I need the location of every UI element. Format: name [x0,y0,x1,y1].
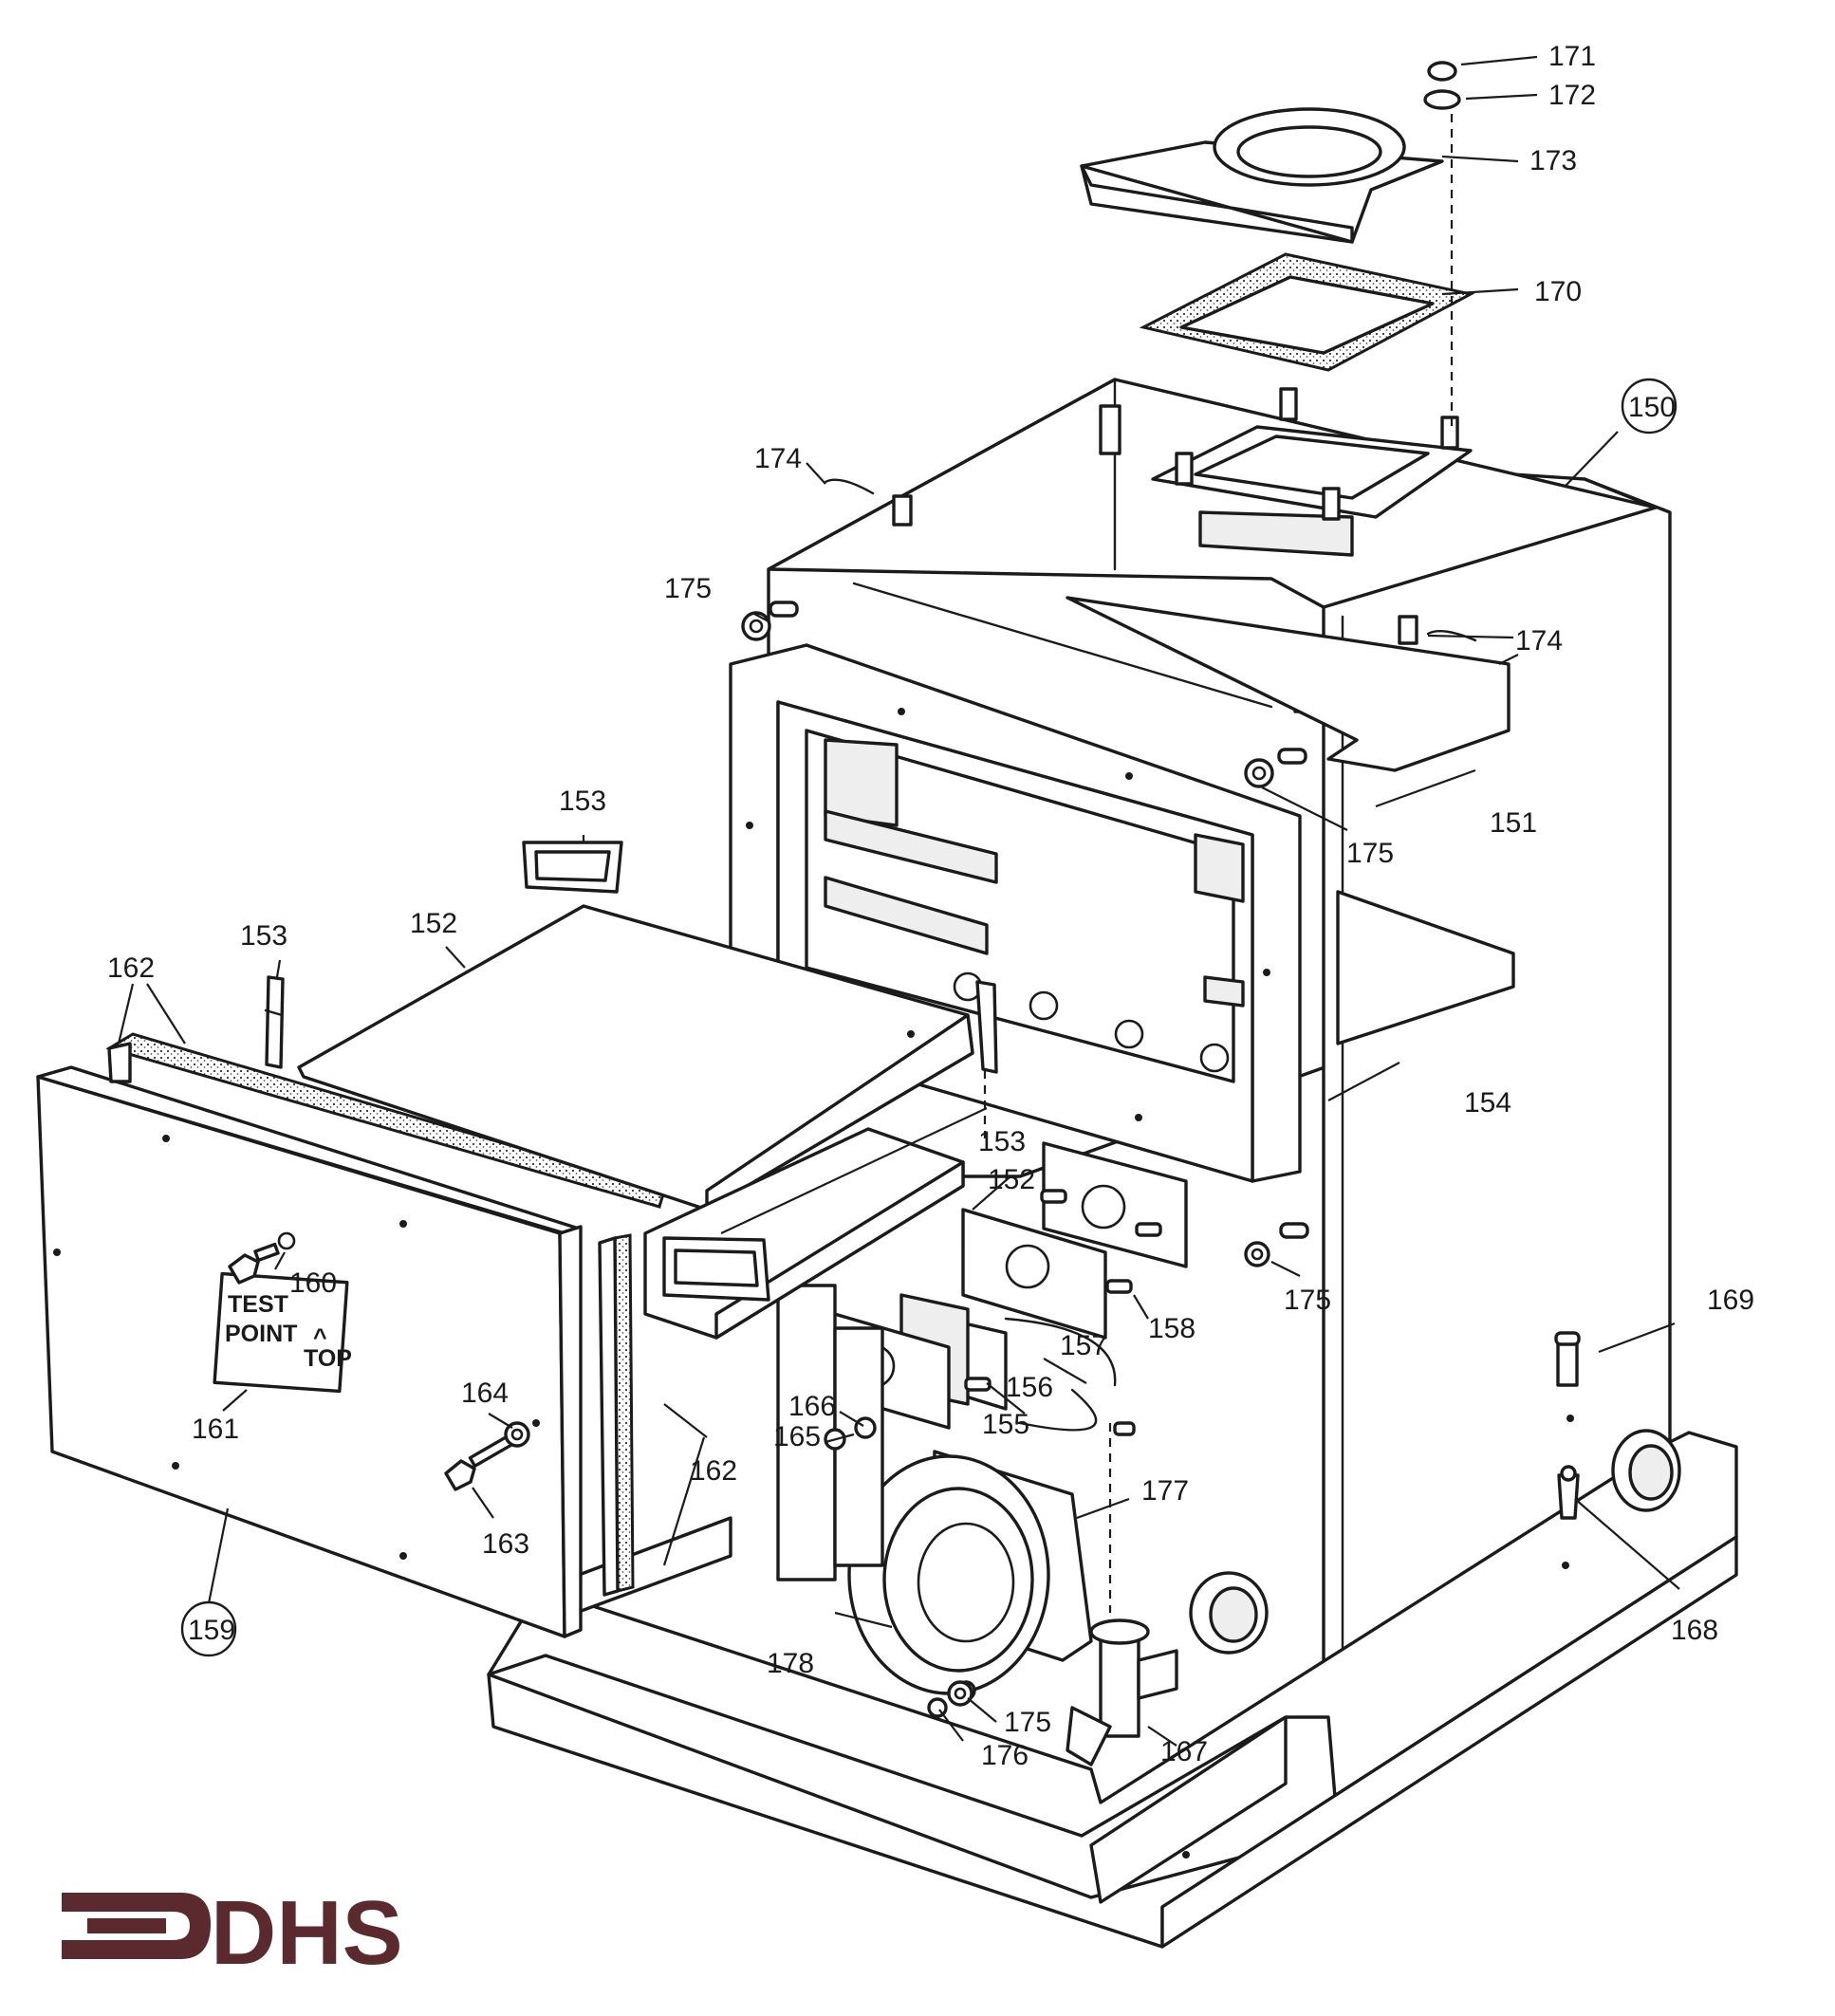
callout-175d: 175 [1004,1707,1051,1738]
clip-153-left [264,975,285,1069]
callout-175b: 175 [1346,838,1394,869]
dhs-logo-mark [62,1893,211,1959]
plate-caret: ^ [313,1324,327,1351]
callout-163: 163 [482,1528,529,1560]
callout-154: 154 [1464,1087,1511,1119]
callout-169: 169 [1707,1285,1754,1316]
dhs-logo-text: DHS [211,1882,403,1984]
callout-158: 158 [1148,1313,1196,1344]
callout-labels: 150 151 152 152 153 153 153 154 155 156 … [107,41,1754,1771]
test-point-plate [213,1271,349,1394]
callout-157: 157 [1060,1330,1107,1361]
right-fittings [1189,1331,1681,1655]
callout-167: 167 [1160,1736,1208,1767]
callout-173: 173 [1529,145,1577,176]
callout-153c: 153 [978,1126,1026,1157]
callout-174a: 174 [754,443,802,474]
callout-175a: 175 [664,573,712,604]
callout-161: 161 [192,1414,239,1445]
callout-159: 159 [188,1615,235,1646]
callout-152a: 152 [410,908,457,939]
base-tray [487,1415,1738,1949]
plate-line1: TEST [228,1291,288,1318]
front-panel: TEST POINT ^ TOP [36,1065,583,1638]
callout-176: 176 [981,1740,1029,1771]
callout-175c: 175 [1284,1285,1331,1316]
callout-153a: 153 [559,786,606,817]
callout-162a: 162 [107,953,155,984]
callout-156: 156 [1006,1372,1053,1403]
top-exploded-parts [1080,61,1475,432]
plate-line2: POINT [225,1321,297,1347]
callout-178: 178 [767,1648,814,1679]
callout-170: 170 [1534,276,1582,307]
handle-153 [522,841,623,894]
callout-150: 150 [1628,392,1676,423]
burner-assembly [776,1284,1093,1718]
callout-circle-150 [1621,378,1677,435]
callout-151: 151 [1490,807,1537,839]
callout-162b: 162 [690,1455,737,1487]
callout-circle-159 [180,1600,237,1657]
panel-bolt-163 [444,1421,530,1491]
leader-lines [117,55,1680,1747]
drawer-tray-upper [297,904,998,1211]
callout-171: 171 [1548,41,1596,72]
callout-166: 166 [788,1391,836,1422]
callout-160: 160 [289,1267,337,1299]
dhs-logo: DHS [62,1882,403,1984]
callout-172: 172 [1548,80,1596,111]
plate-top: TOP [304,1345,352,1372]
callout-153b: 153 [240,920,287,952]
baffle-plates [1066,596,1515,1045]
panel-bolt-160 [228,1231,296,1285]
callout-177: 177 [1141,1475,1189,1507]
drawer-tray-lower [643,1127,965,1340]
callout-164: 164 [461,1378,509,1409]
callout-168: 168 [1671,1615,1718,1646]
callout-152b: 152 [988,1164,1035,1195]
tee-fitting [1066,1618,1178,1766]
callout-174b: 174 [1515,625,1563,657]
seals [105,1032,666,1597]
callout-155: 155 [982,1409,1029,1440]
studs-washers [741,478,1477,1707]
callout-165: 165 [773,1421,821,1452]
